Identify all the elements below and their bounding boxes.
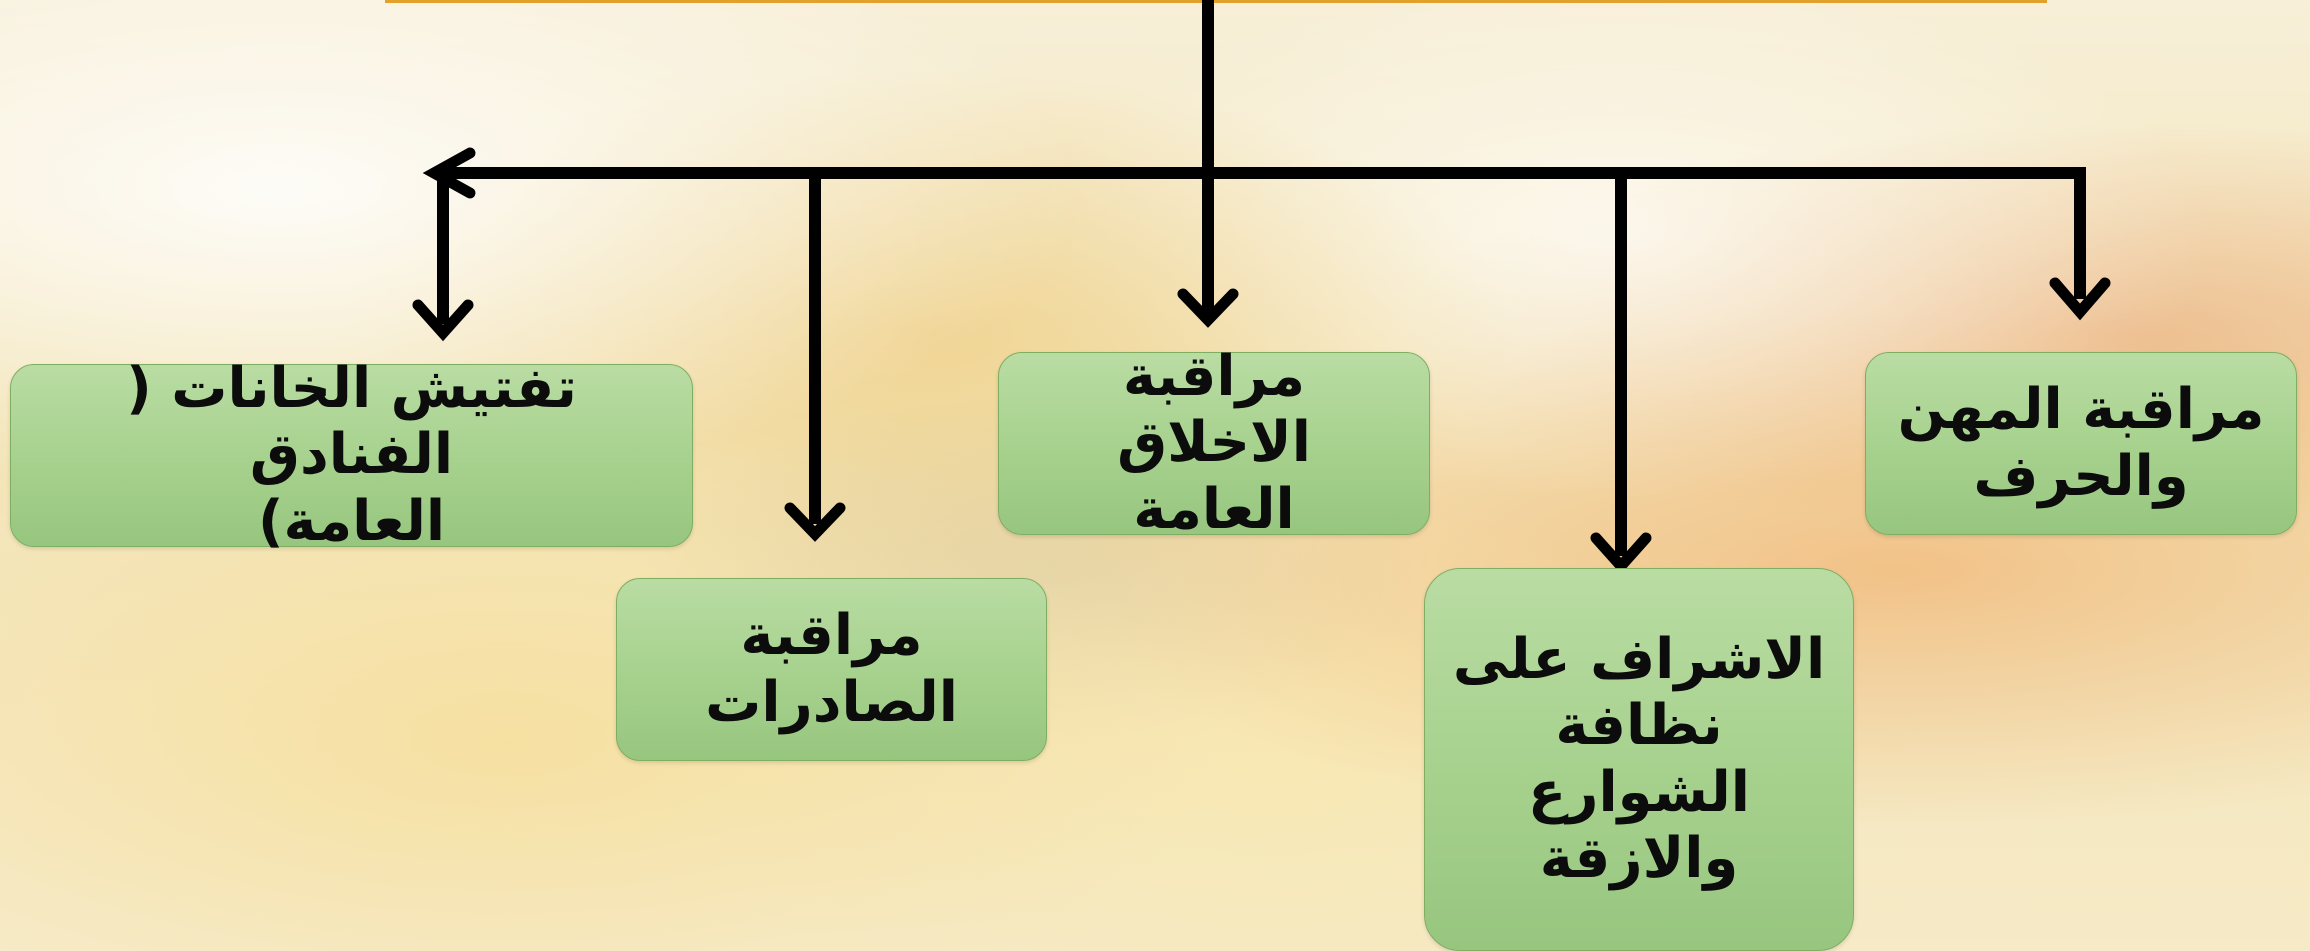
node-label-public-morals: مراقبة الاخلاق العامة <box>1117 344 1311 542</box>
node-label-crafts: مراقبة المهن والحرف <box>1897 377 2265 509</box>
node-streets-cleanliness: الاشراف على نظافة الشوارع والازقة <box>1424 568 1854 951</box>
node-label-exports: مراقبة الصادرات <box>705 603 958 735</box>
node-exports: مراقبة الصادرات <box>616 578 1047 761</box>
arrowhead-public-morals <box>1177 288 1239 328</box>
arrowhead-exports <box>784 502 846 542</box>
arrowhead-left-end <box>422 147 476 199</box>
parent-box-bottom-edge <box>385 0 2047 3</box>
node-label-streets-cleanliness: الاشراف على نظافة الشوارع والازقة <box>1452 627 1826 891</box>
node-label-inns-inspection: تفتيش الخانات ( الفنادق العامة) <box>126 356 577 554</box>
arrowhead-inns-inspection <box>412 299 474 342</box>
node-crafts: مراقبة المهن والحرف <box>1865 352 2297 535</box>
node-inns-inspection: تفتيش الخانات ( الفنادق العامة) <box>10 356 693 554</box>
node-public-morals: مراقبة الاخلاق العامة <box>998 344 1430 542</box>
arrowhead-streets-cleanliness <box>1590 532 1652 575</box>
arrowhead-crafts <box>2049 277 2111 321</box>
